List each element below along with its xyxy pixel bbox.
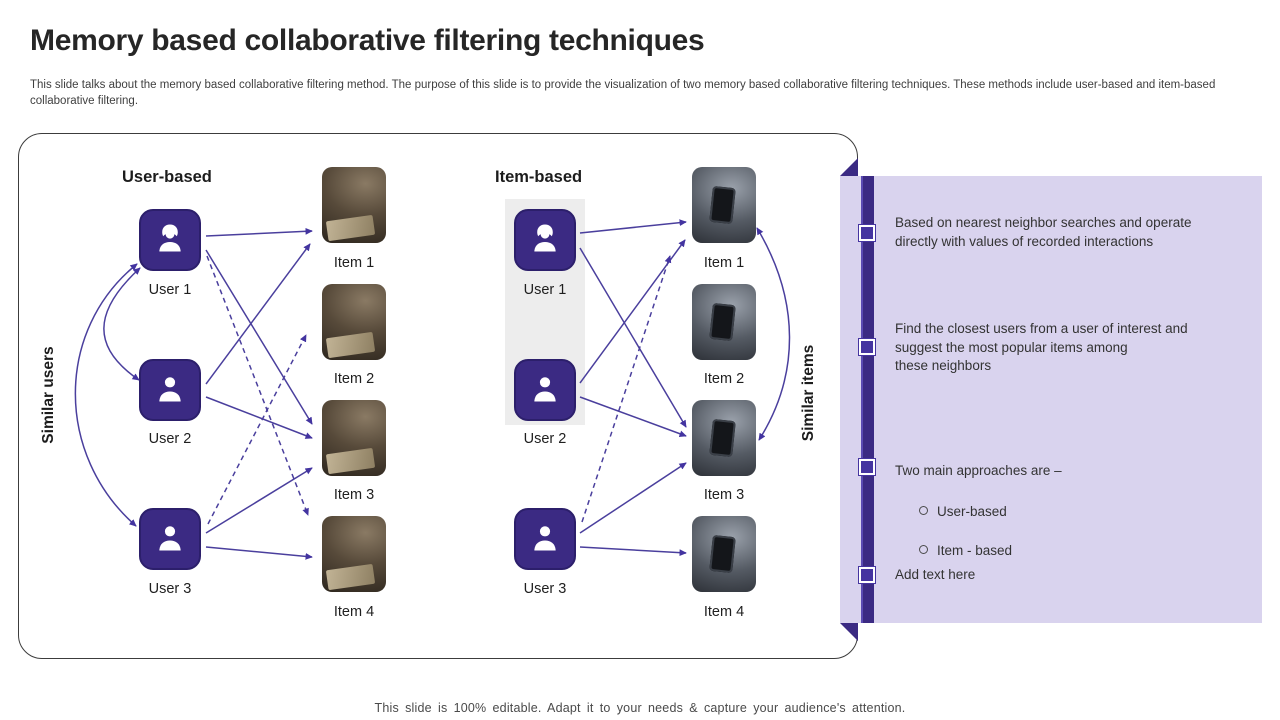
panel-corner-triangle-bottom <box>840 623 858 641</box>
female-user-icon <box>153 221 187 260</box>
similar-items-label: Similar items <box>800 344 817 442</box>
photo-item3-right <box>692 400 756 476</box>
label-item4-right: Item 4 <box>703 604 745 620</box>
bullet-item-based: Item - based <box>919 542 1255 561</box>
timeline-node-4 <box>858 566 876 584</box>
timeline-node-1 <box>858 224 876 242</box>
photo-item2-right <box>692 284 756 360</box>
male-user-icon <box>153 520 187 559</box>
avatar-user1-right <box>514 209 576 271</box>
slide-description: This slide talks about the memory based … <box>30 79 1216 107</box>
label-item4-left: Item 4 <box>333 604 375 620</box>
photo-item4-left <box>322 516 386 592</box>
avatar-user2-right <box>514 359 576 421</box>
male-user-icon <box>153 371 187 410</box>
label-item1-right: Item 1 <box>703 255 745 271</box>
note-4: Add text here <box>895 567 976 582</box>
note-3: Two main approaches are – User-based Ite… <box>895 443 1255 599</box>
timeline-node-3 <box>858 458 876 476</box>
label-user1-right: User 1 <box>523 282 567 298</box>
label-item2-right: Item 2 <box>703 371 745 387</box>
male-user-icon <box>528 520 562 559</box>
label-item3-left: Item 3 <box>333 487 375 503</box>
photo-item2-left <box>322 284 386 360</box>
item-based-heading: Item-based <box>495 168 583 186</box>
avatar-user2-left <box>139 359 201 421</box>
label-user1-left: User 1 <box>148 282 192 298</box>
footer-note: This slide is 100% editable. Adapt it to… <box>374 701 906 715</box>
photo-item4-right <box>692 516 756 592</box>
label-item2-left: Item 2 <box>333 371 375 387</box>
label-user2-right: User 2 <box>523 431 567 447</box>
photo-item1-left <box>322 167 386 243</box>
page-title: Memory based collaborative filtering tec… <box>30 24 705 57</box>
panel-corner-triangle-top <box>840 158 858 176</box>
avatar-user1-left <box>139 209 201 271</box>
similar-users-label: Similar users <box>40 346 57 444</box>
label-user3-left: User 3 <box>148 581 192 597</box>
timeline-bar <box>861 176 874 623</box>
photo-item3-left <box>322 400 386 476</box>
avatar-user3-right <box>514 508 576 570</box>
note-2: Find the closest users from a user of in… <box>895 321 1188 374</box>
female-user-icon <box>528 221 562 260</box>
note-3-text: Two main approaches are – <box>895 462 1062 478</box>
label-item3-right: Item 3 <box>703 487 745 503</box>
photo-item1-right <box>692 167 756 243</box>
timeline-node-2 <box>858 338 876 356</box>
note-3-bullet-list: User-based Item - based <box>895 483 1255 580</box>
bullet-user-based: User-based <box>919 503 1255 522</box>
label-user3-right: User 3 <box>523 581 567 597</box>
label-item1-left: Item 1 <box>333 255 375 271</box>
note-1: Based on nearest neighbor searches and o… <box>895 215 1192 249</box>
avatar-user3-left <box>139 508 201 570</box>
male-user-icon <box>528 371 562 410</box>
user-based-heading: User-based <box>122 168 212 186</box>
label-user2-left: User 2 <box>148 431 192 447</box>
